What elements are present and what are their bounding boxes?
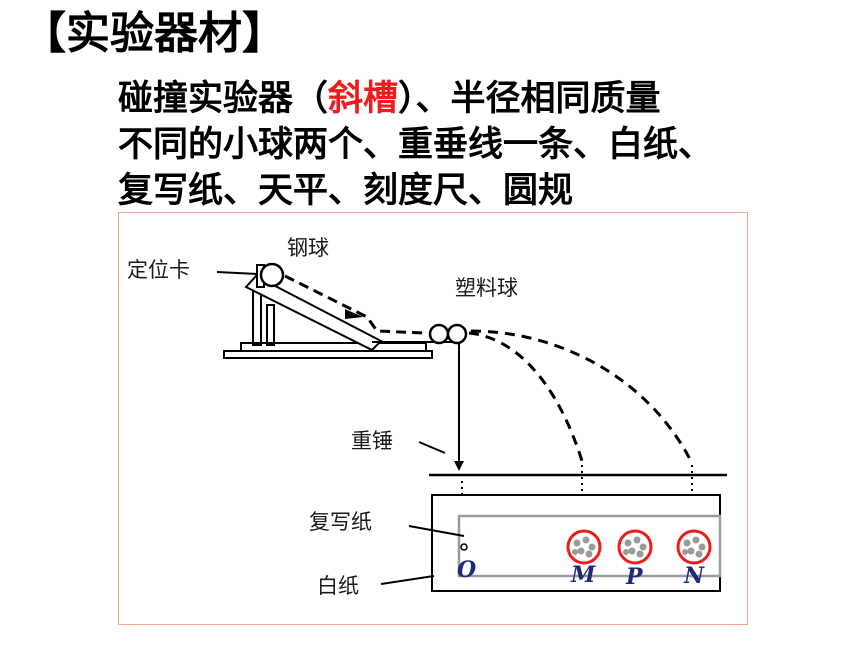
- point-label-p: P: [625, 564, 644, 590]
- description-line-3: 复写纸、天平、刻度尺、圆规: [118, 171, 574, 211]
- trajectory-m: [468, 331, 584, 462]
- motion-arrow: [345, 309, 363, 319]
- label-positioning-card: 定位卡: [127, 258, 190, 282]
- support-leg-left: [252, 288, 262, 346]
- point-label-m: M: [570, 562, 596, 588]
- apparatus-figure: 定位卡 钢球 塑料球 重锤 复写纸 白纸 O M P N: [118, 212, 748, 625]
- plastic-ball-right: [446, 323, 468, 345]
- impact-circle-m: [566, 529, 602, 565]
- label-white-paper: 白纸: [317, 574, 359, 598]
- label-carbon-paper: 复写纸: [309, 510, 372, 534]
- description-line-2: 不同的小球两个、重垂线一条、白纸、: [118, 125, 714, 165]
- plastic-ball-left: [428, 323, 450, 345]
- apparatus-diagram: 定位卡 钢球 塑料球 重锤 复写纸 白纸 O M P N: [127, 236, 727, 598]
- base-plate: [240, 342, 427, 352]
- section-heading: 【实验器材】: [22, 8, 286, 59]
- leader-plumb-bob: [418, 441, 446, 454]
- impact-circle-p: [617, 529, 653, 565]
- impact-circle-n: [676, 529, 712, 565]
- table-top: [223, 350, 433, 359]
- equipment-description: 碰撞实验器（斜槽）、半径相同质量 不同的小球两个、重垂线一条、白纸、 复写纸、天…: [118, 76, 838, 214]
- point-label-n: N: [683, 563, 705, 589]
- point-o-dot: [460, 543, 468, 551]
- steel-ball: [259, 262, 285, 288]
- leader-white-paper: [380, 575, 435, 585]
- point-label-o: O: [457, 557, 476, 583]
- label-steel-ball: 钢球: [287, 236, 329, 260]
- label-plastic-ball: 塑料球: [455, 276, 518, 300]
- label-plumb-bob: 重锤: [351, 429, 393, 453]
- chute-highlight: 斜槽: [328, 79, 399, 119]
- support-leg-right: [266, 304, 275, 346]
- plumb-bob-arrow: [454, 461, 464, 471]
- trajectory-n: [470, 329, 694, 464]
- description-line-1: 碰撞实验器（斜槽）、半径相同质量: [118, 79, 661, 119]
- leader-positioning-card: [216, 271, 258, 275]
- leader-carbon-paper: [408, 525, 465, 537]
- ball-path-dashed: [284, 274, 425, 335]
